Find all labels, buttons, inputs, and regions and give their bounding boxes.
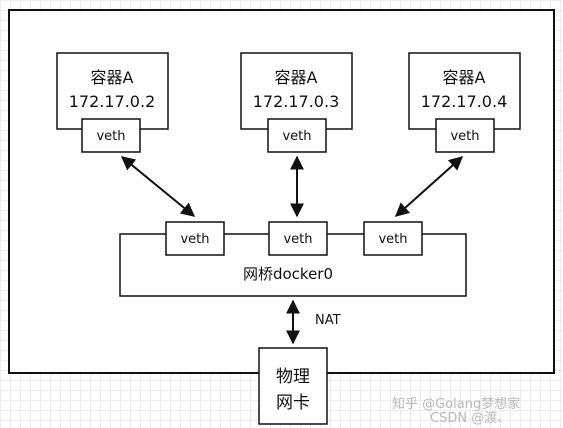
container-veth-label: veth (282, 129, 311, 144)
physical-nic-label: 网卡 (276, 393, 310, 413)
container-veth-box (81, 118, 141, 153)
container-box (240, 52, 353, 130)
container-veth-box (267, 118, 327, 153)
container-veth-label: veth (96, 129, 125, 144)
container-box (408, 52, 521, 130)
container-name: 容器A (443, 68, 486, 87)
bridge-veth-label: veth (378, 232, 407, 247)
veth-pair-arrow (120, 156, 196, 217)
bridge-label: 网桥docker0 (243, 265, 333, 283)
physical-nic-box (258, 347, 328, 425)
bridge-veth-label: veth (180, 232, 209, 247)
container-ip: 172.17.0.2 (69, 92, 156, 111)
container-veth-box (435, 118, 495, 153)
watermark-csdn: CSDN @渡、 (430, 410, 510, 426)
physical-nic-label: 物理 (276, 367, 310, 387)
container-box (56, 52, 169, 130)
bridge-veth-box (165, 221, 225, 256)
container-ip: 172.17.0.4 (421, 92, 508, 111)
container-name: 容器A (275, 68, 318, 87)
nat-label: NAT (315, 313, 341, 328)
bridge-veth-label: veth (283, 232, 312, 247)
bridge-veth-box (363, 221, 423, 256)
container-ip: 172.17.0.3 (253, 92, 340, 111)
container-veth-label: veth (450, 129, 479, 144)
container-name: 容器A (91, 68, 134, 87)
bridge-veth-box (268, 221, 328, 256)
veth-pair-arrow (394, 156, 464, 217)
watermark-zhihu: 知乎 @Golang梦想家 (392, 396, 520, 412)
